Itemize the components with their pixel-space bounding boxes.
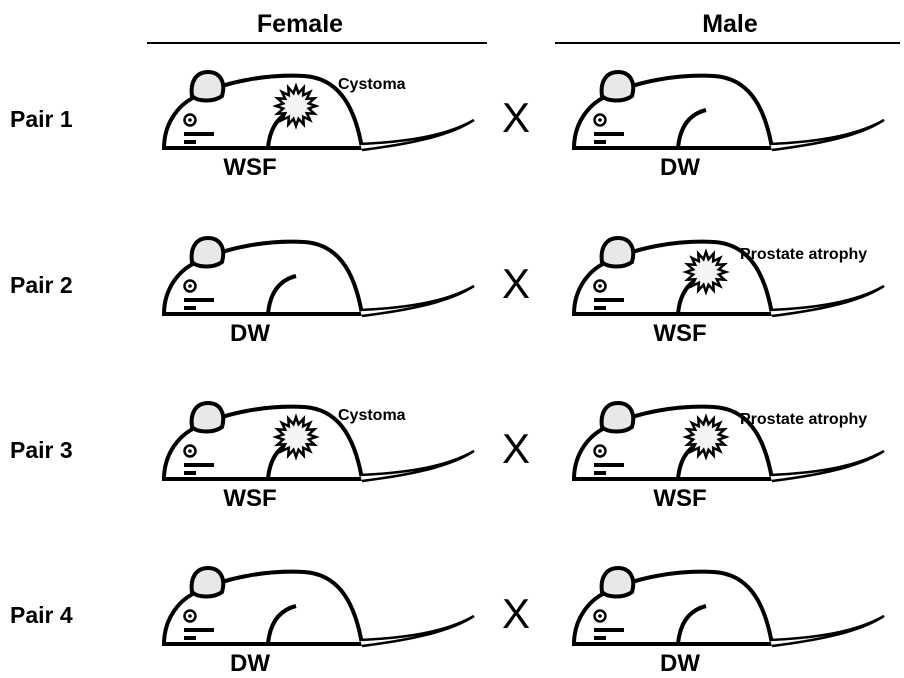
mouse-mouth bbox=[184, 463, 214, 467]
mouse-mouth bbox=[184, 298, 214, 302]
mouse-tail bbox=[360, 616, 474, 646]
lesion-burst-icon bbox=[276, 86, 316, 126]
mouse-nose-mark bbox=[594, 636, 606, 640]
male-mouse-1 bbox=[566, 62, 896, 152]
pair-3-male-annotation: Prostate atrophy bbox=[740, 411, 867, 429]
mouse-leg bbox=[268, 606, 296, 644]
pair-1-male-treatment: DW bbox=[620, 154, 740, 182]
lesion-burst-icon bbox=[686, 252, 726, 292]
mouse-pupil bbox=[188, 614, 192, 618]
mouse-pupil bbox=[598, 614, 602, 618]
pair-3-female-treatment: WSF bbox=[190, 485, 310, 513]
mouse-tail bbox=[360, 451, 474, 481]
pair-2-male-treatment: WSF bbox=[620, 320, 740, 348]
mouse-mouth bbox=[594, 298, 624, 302]
mouse-tail bbox=[770, 616, 884, 646]
mouse-nose-mark bbox=[594, 140, 606, 144]
female-column-header: Female bbox=[230, 10, 370, 39]
mouse-nose-mark bbox=[594, 306, 606, 310]
mouse-pupil bbox=[598, 118, 602, 122]
pair-1-female-annotation: Cystoma bbox=[338, 76, 406, 94]
female-mouse-3 bbox=[156, 393, 486, 483]
mouse-ear bbox=[602, 72, 634, 101]
mouse-ear bbox=[602, 238, 634, 267]
pair-1-cross-symbol: X bbox=[496, 94, 536, 142]
pair-3-cross-symbol: X bbox=[496, 425, 536, 473]
mouse-leg bbox=[268, 276, 296, 314]
mouse-ear bbox=[192, 568, 224, 597]
mouse-mouth bbox=[184, 132, 214, 136]
pair-4-cross-symbol: X bbox=[496, 590, 536, 638]
mouse-mouth bbox=[594, 132, 624, 136]
pair-4-female-treatment: DW bbox=[190, 650, 310, 678]
female-mouse-1 bbox=[156, 62, 486, 152]
female-mouse-2 bbox=[156, 228, 486, 318]
male-column-header: Male bbox=[660, 10, 800, 39]
mouse-leg bbox=[678, 110, 706, 148]
mouse-ear bbox=[192, 238, 224, 267]
mouse-mouth bbox=[594, 463, 624, 467]
pair-4-label: Pair 4 bbox=[10, 602, 73, 629]
mouse-pupil bbox=[598, 449, 602, 453]
pair-2-label: Pair 2 bbox=[10, 272, 73, 299]
mouse-tail bbox=[770, 120, 884, 150]
pair-1-label: Pair 1 bbox=[10, 106, 73, 133]
male-mouse-4 bbox=[566, 558, 896, 648]
mouse-pupil bbox=[188, 118, 192, 122]
mouse-ear bbox=[192, 72, 224, 101]
pair-2-female-treatment: DW bbox=[190, 320, 310, 348]
female-header-underline bbox=[147, 42, 487, 44]
pair-2-cross-symbol: X bbox=[496, 260, 536, 308]
mouse-tail bbox=[360, 286, 474, 316]
mouse-leg bbox=[678, 606, 706, 644]
mouse-mouth bbox=[594, 628, 624, 632]
mouse-nose-mark bbox=[184, 636, 196, 640]
mouse-nose-mark bbox=[184, 140, 196, 144]
mouse-nose-mark bbox=[184, 306, 196, 310]
pair-4-male-treatment: DW bbox=[620, 650, 740, 678]
lesion-burst-icon bbox=[686, 417, 726, 457]
lesion-burst-icon bbox=[276, 417, 316, 457]
mouse-mouth bbox=[184, 628, 214, 632]
pair-2-male-annotation: Prostate atrophy bbox=[740, 246, 867, 264]
mouse-ear bbox=[602, 568, 634, 597]
male-mouse-3 bbox=[566, 393, 896, 483]
pair-3-label: Pair 3 bbox=[10, 437, 73, 464]
male-mouse-2 bbox=[566, 228, 896, 318]
pair-3-male-treatment: WSF bbox=[620, 485, 740, 513]
mouse-pupil bbox=[598, 284, 602, 288]
mouse-ear bbox=[192, 403, 224, 432]
mouse-nose-mark bbox=[184, 471, 196, 475]
pair-3-female-annotation: Cystoma bbox=[338, 407, 406, 425]
mouse-tail bbox=[770, 451, 884, 481]
mouse-nose-mark bbox=[594, 471, 606, 475]
mouse-pupil bbox=[188, 449, 192, 453]
mouse-tail bbox=[360, 120, 474, 150]
mouse-pupil bbox=[188, 284, 192, 288]
male-header-underline bbox=[555, 42, 900, 44]
mouse-tail bbox=[770, 286, 884, 316]
female-mouse-4 bbox=[156, 558, 486, 648]
mouse-ear bbox=[602, 403, 634, 432]
pair-1-female-treatment: WSF bbox=[190, 154, 310, 182]
